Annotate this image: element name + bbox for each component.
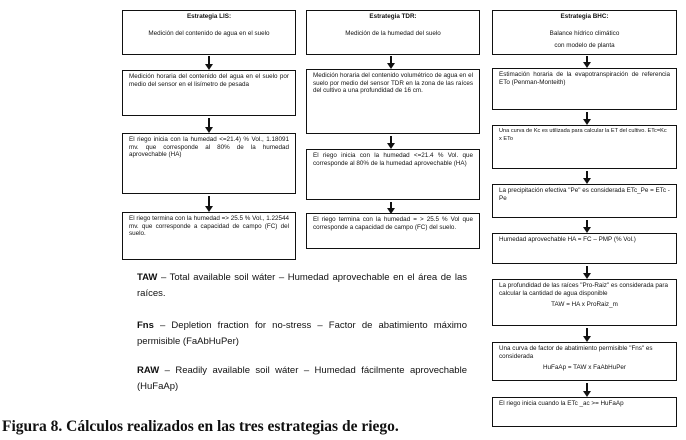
bhc-box-1: Estrategia BHC: Balance hídrico climático…	[492, 10, 677, 55]
arrow-down-icon	[386, 56, 395, 69]
bhc-box-3: Una curva de Kc es utilizada para calcul…	[492, 125, 677, 169]
tdr-title: Estrategia TDR:	[369, 13, 417, 20]
bhc-box-5: Humedad aprovechable HA = FC – PMP (% Vo…	[492, 233, 677, 264]
note-text: – Total available soil wáter – Humedad a…	[137, 272, 467, 299]
lis-box-1: Estrategia LIS: Medición del contenido de…	[122, 10, 296, 55]
arrow-down-icon	[582, 266, 591, 279]
tdr-box-2: Medición horaria del contenido volumétri…	[306, 69, 480, 134]
lis-box-4: El riego termina con la humedad => 25.5 …	[122, 212, 296, 260]
arrow-down-icon	[582, 328, 591, 342]
arrow-down-icon	[204, 56, 213, 70]
bhc-box-2: Estimación horaria de la evapotranspirac…	[492, 68, 677, 110]
note-raw: RAW – Readily available soil wáter – Hum…	[137, 363, 467, 395]
arrow-down-icon	[582, 220, 591, 233]
note-taw: TAW – Total available soil wáter – Humed…	[137, 270, 467, 302]
bhc-box-8: El riego inicia cuando la ETc _ac >= HuF…	[492, 397, 677, 427]
arrow-down-icon	[204, 196, 213, 212]
arrow-down-icon	[582, 112, 591, 125]
arrow-down-icon	[582, 383, 591, 397]
lis-box-3: El riego inicia con la humedad <=21.4) %…	[122, 133, 296, 194]
bhc-box-6: La profundidad de las raíces "Pro-Raiz" …	[492, 279, 677, 326]
bhc-title: Estrategia BHC:	[560, 13, 609, 20]
tdr-step: Medición de la humedad del suelo	[345, 29, 441, 37]
bhc-step: Balance hídrico climático	[549, 29, 620, 37]
bhc-step: Una curva de factor de abatimiento permi…	[499, 345, 653, 360]
note-fns: Fns – Depletion fraction for no-stress –…	[137, 318, 467, 350]
arrow-down-icon	[386, 136, 395, 149]
arrow-down-icon	[386, 202, 395, 214]
note-text: – Depletion fraction for no-stress – Fac…	[137, 320, 467, 347]
note-term: Fns	[137, 320, 154, 331]
arrow-down-icon	[204, 118, 213, 133]
arrow-down-icon	[582, 171, 591, 184]
figure-caption: Figura 8. Cálculos realizados en las tre…	[2, 418, 399, 435]
tdr-box-4: El riego termina con la humedad = > 25.5…	[306, 213, 480, 249]
bhc-formula: TAW = HA x ProRaiz_m	[551, 301, 618, 309]
lis-step: Medición del contenido de agua en el sue…	[148, 29, 270, 37]
tdr-box-1: Estrategia TDR: Medición de la humedad de…	[306, 10, 480, 55]
arrow-down-icon	[582, 56, 591, 68]
bhc-formula: HuFaAp = TAW x FaAbHuPer	[543, 364, 626, 372]
tdr-box-3: El riego inicia con la humedad <=21.4 % …	[306, 149, 480, 200]
lis-box-2: Medición horaria del contenido del agua …	[122, 70, 296, 116]
bhc-step: con modelo de planta	[554, 42, 615, 50]
bhc-box-7: Una curva de factor de abatimiento permi…	[492, 342, 677, 381]
note-term: TAW	[137, 272, 158, 283]
bhc-step: La profundidad de las raíces "Pro-Raiz" …	[499, 282, 668, 297]
bhc-box-4: La precipitación efectiva "Pe" es consid…	[492, 184, 677, 218]
lis-title: Estrategia LIS:	[186, 13, 232, 20]
note-term: RAW	[137, 365, 160, 376]
note-text: – Readily available soil wáter – Humedad…	[137, 365, 467, 392]
